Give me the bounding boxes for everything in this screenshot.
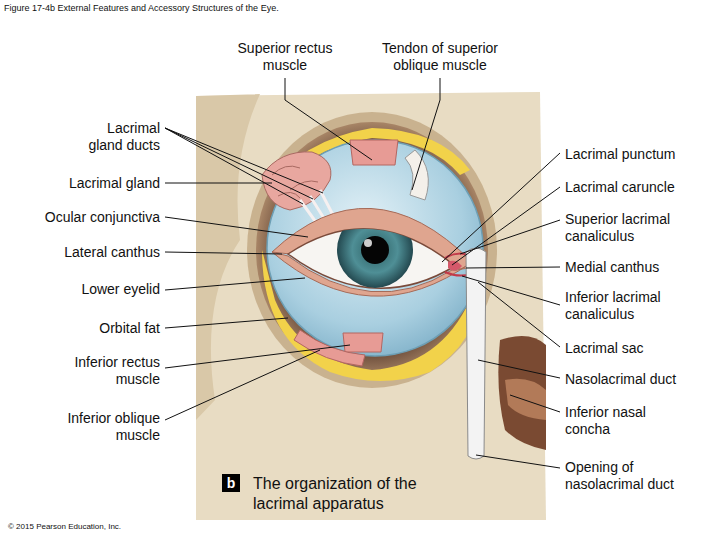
canthus-label: Lateral canthus (20, 244, 160, 261)
gland-label: Lacrimal gland (20, 175, 160, 192)
duct-label: Lacrimal gland ducts (75, 120, 160, 154)
inferior-rectus (343, 333, 383, 352)
panel-letter: b (224, 475, 239, 491)
copyright-note: © 2015 Pearson Education, Inc. (8, 522, 208, 532)
pupil (361, 236, 389, 264)
nasal-cavity (498, 336, 546, 450)
fat-label: Orbital fat (20, 320, 160, 337)
sac-label: Lacrimal sac (565, 340, 715, 357)
opening-label: Opening of nasolacrimal duct (565, 459, 690, 493)
orbit-rim (247, 112, 497, 388)
gland-lobules (272, 166, 318, 198)
tendon-label: Tendon of superior oblique muscle (370, 40, 510, 74)
muscle-label: Superior rectus muscle (235, 40, 335, 74)
canaliculus-label: Superior lacrimal canaliculus (565, 211, 690, 245)
duct-label: Nasolacrimal duct (565, 371, 715, 388)
leader-lines (165, 78, 560, 468)
concha-label: Inferior nasal concha (565, 404, 690, 438)
panel-letter-box: b (222, 474, 240, 492)
superior-rectus (350, 140, 398, 165)
eyelid-label: Lower eyelid (20, 281, 160, 298)
canaliculus-label: Inferior lacrimal canaliculus (565, 289, 690, 323)
figure-caption: The organization of the lacrimal apparat… (253, 474, 458, 514)
highlight (364, 239, 372, 247)
figure-title: Figure 17-4b External Features and Acces… (4, 3, 279, 14)
nasal-concha (505, 379, 546, 420)
punctum-label: Lacrimal punctum (565, 146, 715, 163)
conjunctiva-label: Ocular conjunctiva (20, 209, 160, 226)
muscle-label: Inferior oblique muscle (50, 410, 160, 444)
iris (337, 212, 413, 288)
caruncle-label: Lacrimal caruncle (565, 179, 715, 196)
skull-bone (196, 92, 546, 520)
muscle-label: Inferior rectus muscle (50, 354, 160, 388)
lacrimal-caruncle (448, 261, 462, 271)
lacrimal-gland (262, 152, 331, 210)
canthus-label: Medial canthus (565, 259, 715, 276)
